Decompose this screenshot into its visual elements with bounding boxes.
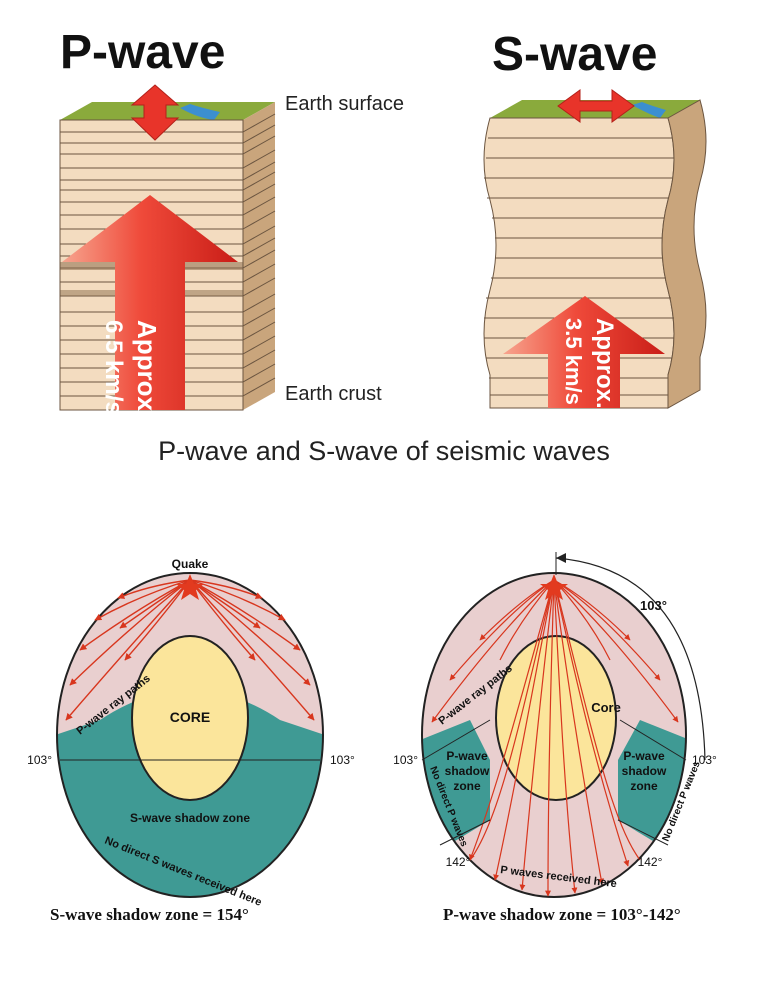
p-shadow-caption: P-wave shadow zone = 103°-142° (443, 905, 681, 924)
core-label-right: Core (591, 700, 621, 715)
angle-103-left-a: 103° (27, 753, 52, 767)
p-wave-title: P-wave (60, 26, 225, 79)
angle-103-right-a: 103° (393, 753, 418, 767)
p-wave-vibration-arrow (130, 84, 180, 141)
s-shadow-zone-label: S-wave shadow zone (130, 811, 250, 825)
p-shadow-right-line3: zone (630, 779, 658, 793)
s-wave-propagation-arrow: Approx. 3.5 km/s (503, 296, 665, 409)
p-wave-propagation-arrow: Approx. 6.5 km/s (62, 195, 238, 418)
s-shadow-caption: S-wave shadow zone = 154° (50, 905, 249, 924)
s-wave-vibration-arrow (557, 89, 635, 123)
angle-103-right-b: 103° (692, 753, 717, 767)
p-wave-shadow-diagram (421, 552, 706, 898)
earth-surface-label: Earth surface (285, 93, 404, 115)
p-shadow-right-line1: P-wave (623, 749, 665, 763)
earth-crust-label: Earth crust (285, 383, 382, 405)
core-label-left: CORE (170, 709, 210, 725)
arc-angle-103: 103° (640, 598, 667, 613)
p-shadow-left-line3: zone (453, 779, 481, 793)
quake-label: Quake (172, 557, 209, 571)
s-wave-speed-line2: 3.5 km/s (561, 318, 586, 405)
p-shadow-left-line1: P-wave (446, 749, 488, 763)
angle-142-right: 142° (638, 855, 663, 869)
p-shadow-right-line2: shadow (622, 764, 667, 778)
s-wave-shadow-diagram (56, 572, 324, 898)
s-wave-title: S-wave (492, 28, 657, 81)
p-wave-speed-line1: Approx. (132, 320, 162, 418)
p-shadow-left-line2: shadow (445, 764, 490, 778)
angle-142-left: 142° (446, 855, 471, 869)
s-wave-speed-line1: Approx. (591, 318, 618, 409)
angle-103-left-b: 103° (330, 753, 355, 767)
p-wave-speed-line2: 6.5 km/s (100, 320, 127, 415)
top-caption: P-wave and S-wave of seismic waves (158, 436, 610, 466)
